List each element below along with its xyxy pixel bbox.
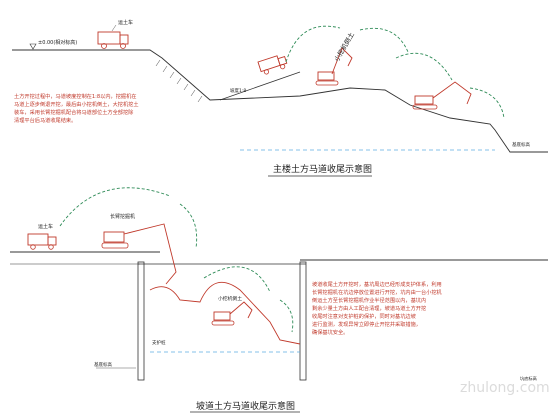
top-note-line-3: 装车，采用长臂挖掘机配合将马道部位土方全部挖除 bbox=[14, 108, 134, 116]
bottom-truck bbox=[27, 233, 57, 250]
bottom-note-line-7: 确保基坑安全。 bbox=[312, 328, 348, 336]
top-ground-profile bbox=[12, 49, 548, 153]
top-excavator-2 bbox=[412, 81, 472, 110]
pit-level-label: 坑底标高 bbox=[520, 375, 537, 382]
top-notes: 土方开挖过程中，马道坡度控制在1:8以内，挖掘机在 马道上逐步倒退开挖，最后由小… bbox=[14, 92, 139, 124]
support-pile-label: 支护桩 bbox=[152, 339, 166, 346]
top-ground-label: ±0.00(相对标高) bbox=[38, 39, 77, 46]
watermark: zhulong.com bbox=[460, 380, 550, 396]
bottom-note-line-4: 剩余少量土方由人工配合清理，坡道马道土方开挖 bbox=[312, 304, 426, 312]
top-diagram: ±0.00(相对标高) 运土车 坡度1:8 bbox=[12, 19, 548, 177]
top-note-line-1: 土方开挖过程中，马道坡度控制在1:8以内，挖掘机在 bbox=[14, 92, 136, 100]
bottom-notes: 坡道收尾土方开挖时，基坑周边已经形成支护体系，利用 长臂挖掘机在坑边停放位置进行… bbox=[312, 280, 443, 336]
bottom-note-line-1: 坡道收尾土方开挖时，基坑周边已经形成支护体系，利用 bbox=[312, 280, 442, 288]
left-support-pile bbox=[137, 261, 145, 381]
bottom-note-line-6: 进行监测，发现异常立即停止开挖并采取措施， bbox=[312, 320, 421, 328]
top-excavator-1 bbox=[315, 47, 353, 86]
bottom-note-line-5: 收尾时注意对支护桩的保护，同时对基坑边坡 bbox=[312, 312, 416, 320]
long-arm-excavator-label: 长臂挖掘机 bbox=[110, 213, 135, 220]
top-ramp-line bbox=[219, 71, 301, 101]
right-support-pile bbox=[299, 261, 307, 381]
long-arm-excavator bbox=[101, 223, 177, 285]
top-truck-label: 运土车 bbox=[118, 19, 133, 26]
bottom-diagram: 运土车 长臂挖掘机 小挖机倒土 支护桩 基底标高 坑底标高 坡道收尾 bbox=[10, 187, 548, 413]
top-ground-marker: ±0.00(相对标高) bbox=[29, 39, 77, 50]
bottom-note-line-3: 倒运土方至长臂挖掘机作业半径范围以内，基坑内 bbox=[312, 296, 426, 304]
top-note-line-4: 清理平台后马道收尾结束。 bbox=[14, 116, 76, 124]
top-arcs bbox=[285, 25, 505, 119]
watermark-text: zhulong.com bbox=[460, 380, 550, 396]
top-title: 主楼土方马道收尾示意图 bbox=[273, 163, 372, 175]
pit-soil-profile bbox=[149, 281, 301, 345]
pit-small-excavator bbox=[211, 301, 253, 326]
top-truck bbox=[97, 31, 129, 49]
top-note-line-2: 马道上逐步倒退开挖，最后由小挖机倒土，大挖机挖土 bbox=[14, 100, 139, 108]
top-bottom-label: 基底标高 bbox=[512, 141, 530, 148]
top-excavator-note: 小挖机倒土 bbox=[332, 30, 356, 63]
bottom-arcs bbox=[59, 187, 294, 333]
top-slope-hatch bbox=[155, 59, 203, 103]
bottom-note-line-2: 长臂挖掘机在坑边停放位置进行开挖，坑内由一台小挖机 bbox=[312, 288, 443, 296]
bottom-level-label: 基底标高 bbox=[94, 361, 112, 368]
top-slope-label: 坡度1:8 bbox=[230, 87, 246, 94]
bottom-title: 坡道土方马道收尾示意图 bbox=[196, 400, 295, 412]
pit-small-excavator-label: 小挖机倒土 bbox=[218, 295, 242, 302]
bottom-truck-label: 运土车 bbox=[38, 223, 53, 230]
top-ramp-truck bbox=[257, 55, 288, 75]
